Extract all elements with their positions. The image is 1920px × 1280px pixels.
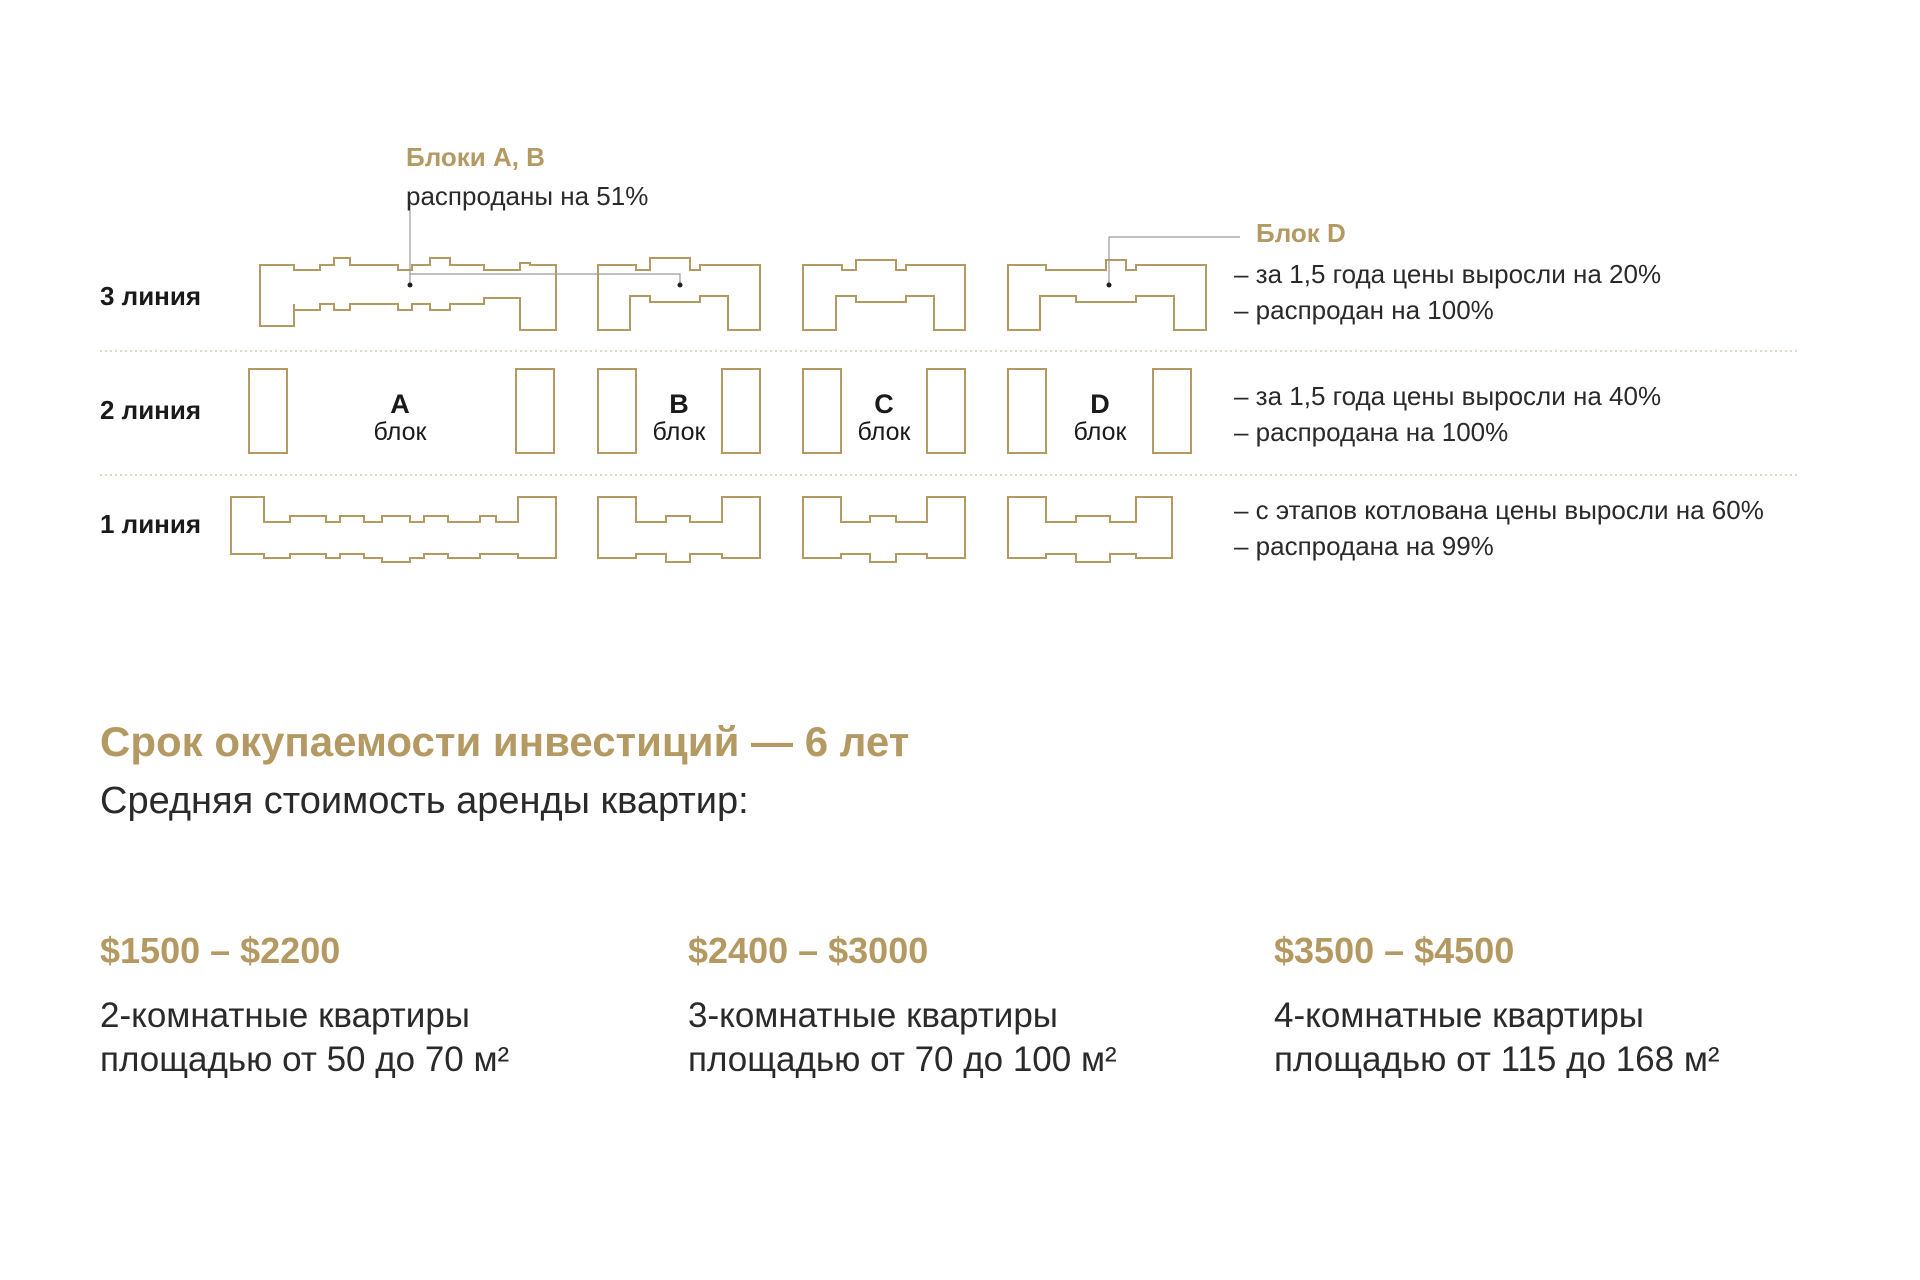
- callout-ab-text: распроданы на 51%: [406, 181, 649, 211]
- offer-price: $1500 – $2200: [100, 930, 341, 971]
- offer-area: площадью от 50 до 70 м²: [100, 1040, 510, 1079]
- offer-card-2-room: $1500 – $2200 2-комнатные квартиры площа…: [100, 930, 509, 1082]
- row-notes-line-3: – за 1,5 года цены выросли на 20% – расп…: [1234, 256, 1661, 328]
- building-row1-b: [597, 496, 761, 563]
- row-notes-line-2: – за 1,5 года цены выросли на 40% – расп…: [1234, 378, 1661, 450]
- callout-d-dot: [1106, 282, 1112, 288]
- building-row3-d: [1007, 259, 1207, 331]
- offer-rooms: 4-комнатные квартиры: [1274, 996, 1644, 1035]
- offer-area: площадью от 70 до 100 м²: [688, 1040, 1117, 1079]
- row-label-line-1: 1 линия: [100, 509, 202, 539]
- offer-card-4-room: $3500 – $4500 4-комнатные квартиры площа…: [1274, 930, 1720, 1082]
- building-row3-a: [259, 257, 557, 331]
- callout-d-leader: [1108, 236, 1240, 285]
- block-letter-d: D: [1090, 389, 1110, 419]
- building-row2-a-right: [515, 368, 555, 454]
- offer-card-3-room: $2400 – $3000 3-комнатные квартиры площа…: [688, 930, 1117, 1082]
- block-label-b: B блок: [629, 390, 729, 446]
- callout-ab-dot-b: [677, 282, 683, 288]
- building-row2-a-left: [248, 368, 288, 454]
- building-row2-b-right: [721, 368, 761, 454]
- offer-price: $2400 – $3000: [688, 930, 929, 971]
- building-row2-b-left: [597, 368, 637, 454]
- note-line-3-sold: – распродан на 100%: [1234, 295, 1494, 325]
- row-notes-line-1: – с этапов котлована цены выросли на 60%…: [1234, 492, 1764, 564]
- building-row2-c-right: [926, 368, 966, 454]
- callout-ab-title: Блоки A, B: [406, 142, 545, 172]
- block-label-d: D блок: [1050, 390, 1150, 446]
- block-letter-b: B: [669, 389, 689, 419]
- building-row2-c-left: [802, 368, 842, 454]
- offer-rooms: 3-комнатные квартиры: [688, 996, 1058, 1035]
- offer-rooms: 2-комнатные квартиры: [100, 996, 470, 1035]
- building-row3-b: [597, 257, 761, 331]
- investment-subheading: Средняя стоимость аренды квартир:: [100, 780, 749, 822]
- block-word-a: блок: [373, 418, 427, 446]
- note-line-2-sold: – распродана на 100%: [1234, 417, 1509, 447]
- note-line-1-price: – с этапов котлована цены выросли на 60%: [1234, 495, 1764, 525]
- building-row1-d: [1007, 496, 1173, 563]
- row-label-line-2: 2 линия: [100, 395, 202, 425]
- building-row2-d-left: [1007, 368, 1047, 454]
- callout-d-title: Блок D: [1256, 218, 1346, 248]
- note-line-3-price: – за 1,5 года цены выросли на 20%: [1234, 259, 1662, 289]
- block-word-b: блок: [652, 418, 706, 446]
- offer-area: площадью от 115 до 168 м²: [1274, 1040, 1720, 1079]
- offer-price: $3500 – $4500: [1274, 930, 1515, 971]
- block-label-c: C блок: [834, 390, 934, 446]
- building-row1-a: [230, 496, 557, 563]
- note-line-2-price: – за 1,5 года цены выросли на 40%: [1234, 381, 1662, 411]
- building-row1-c: [802, 496, 966, 563]
- site-plan: [100, 200, 1800, 563]
- block-word-d: блок: [1073, 418, 1127, 446]
- row-label-line-3: 3 линия: [100, 281, 202, 311]
- callout-ab-leader: [409, 273, 681, 285]
- block-word-c: блок: [857, 418, 911, 446]
- building-row2-d-right: [1152, 368, 1192, 454]
- block-letter-c: C: [874, 389, 894, 419]
- building-row3-c: [802, 259, 966, 331]
- callout-ab-dot-a: [407, 282, 413, 288]
- block-letter-a: A: [390, 389, 410, 419]
- investment-heading: Срок окупаемости инвестиций — 6 лет: [100, 718, 910, 765]
- note-line-1-sold: – распродана на 99%: [1234, 531, 1494, 561]
- block-label-a: A блок: [350, 390, 450, 446]
